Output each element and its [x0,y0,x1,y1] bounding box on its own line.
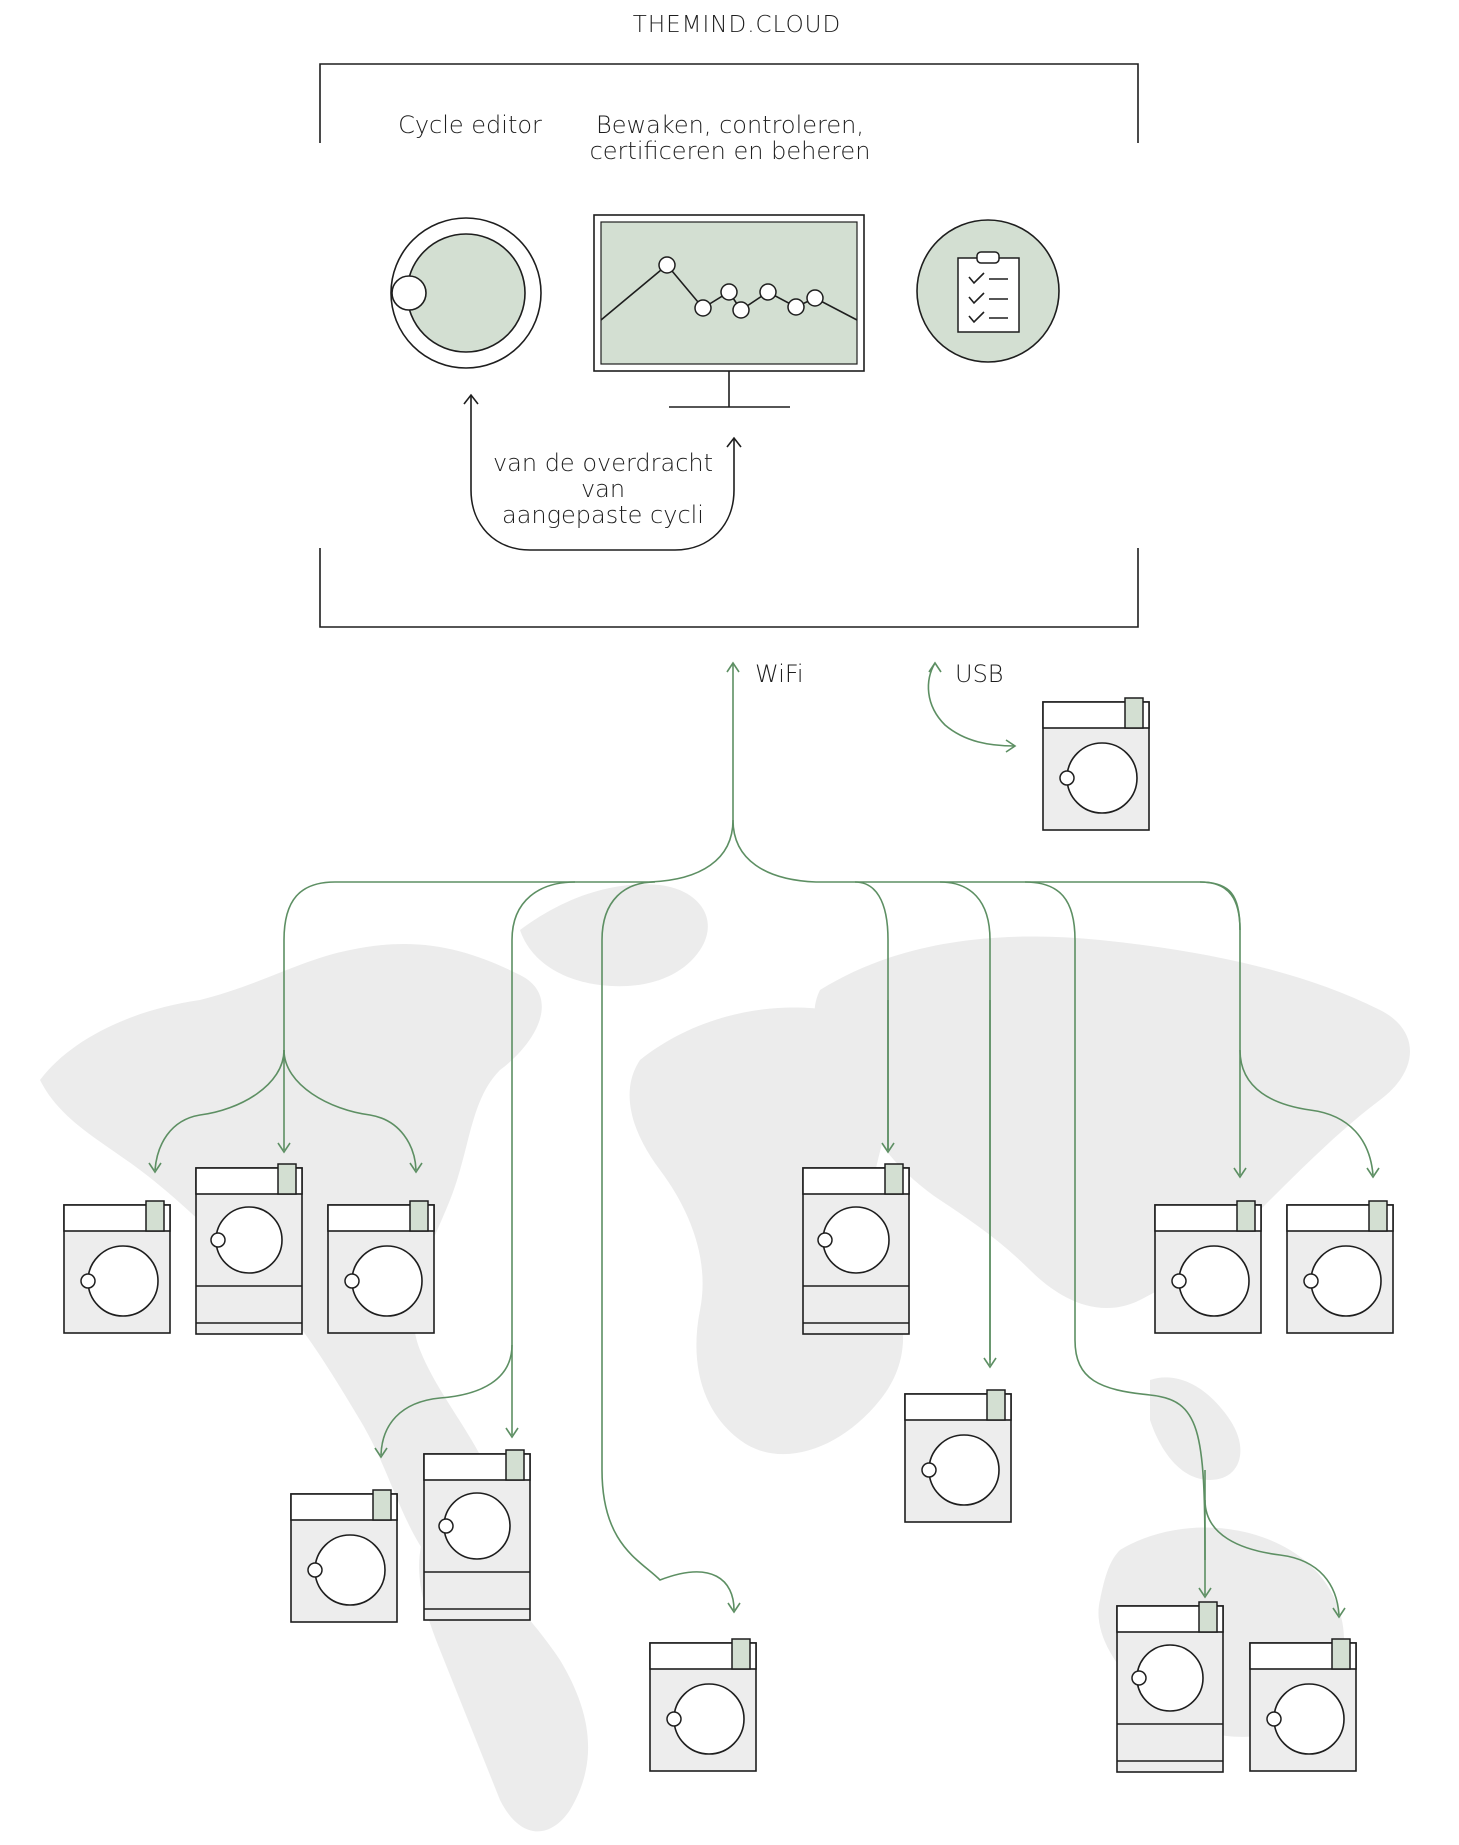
washing-machine-icon[interactable] [423,1449,531,1621]
washing-machine-icon[interactable] [802,1163,910,1335]
washing-machine-icon[interactable] [1042,697,1150,831]
washing-machine-icon[interactable] [1286,1200,1394,1334]
washing-machine-icon[interactable] [327,1200,435,1334]
usb-connection-arrow [927,661,1017,753]
washing-machine-icon[interactable] [1249,1638,1357,1772]
world-map-background [40,884,1410,1832]
washing-machine-icon[interactable] [904,1389,1012,1523]
cloud-frame [319,63,1139,628]
wifi-label: WiFi [755,660,804,688]
washing-machine-icon[interactable] [1154,1200,1262,1334]
transfer-label-line1: van de overdracht [493,449,713,477]
washing-machine-icon[interactable] [649,1638,757,1772]
washing-machine-icon[interactable] [63,1200,171,1334]
wifi-network-lines [148,661,1380,1619]
monitor-chart-icon[interactable] [593,214,865,408]
cycle-editor-icon[interactable] [390,217,542,369]
brand-title: THEMIND.CLOUD [633,12,841,38]
transfer-label-line2: van [581,475,625,503]
checklist-clipboard-icon[interactable] [916,219,1060,363]
cycle-editor-label: Cycle editor [398,111,542,139]
transfer-label-line3: aangepaste cycli [502,501,704,529]
washing-machine-icon[interactable] [1116,1601,1224,1773]
transfer-loop-arrow [463,393,742,551]
washing-machine-icon[interactable] [195,1163,303,1335]
washing-machine-icon[interactable] [290,1489,398,1623]
monitor-label-line1: Bewaken, controleren, [596,111,864,139]
monitor-label-line2: certificeren en beheren [590,137,871,165]
usb-label: USB [955,660,1004,688]
